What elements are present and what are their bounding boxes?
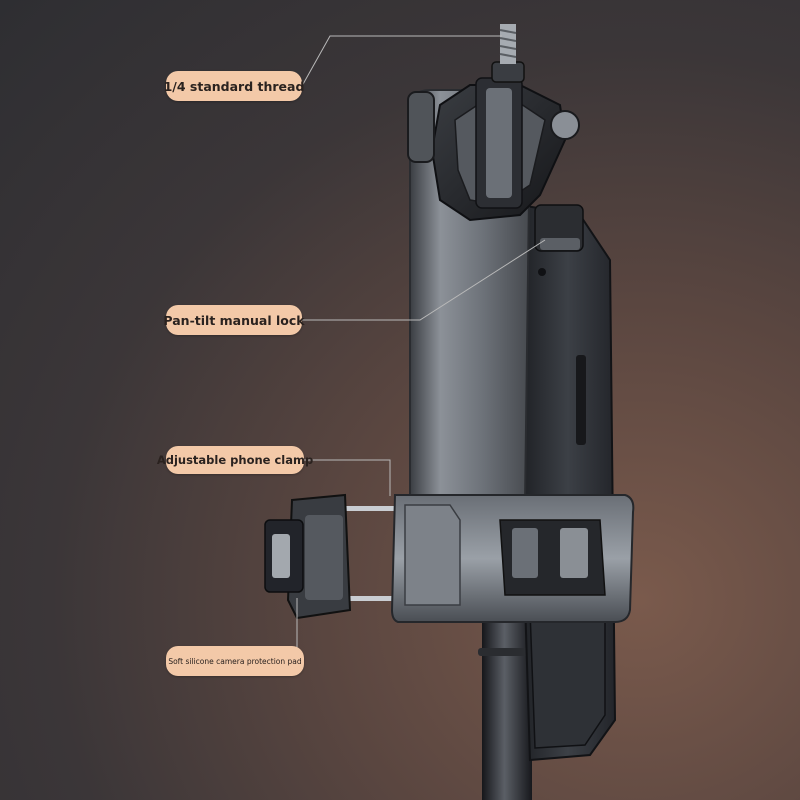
callout-phone-clamp: Adjustable phone clamp	[157, 446, 313, 474]
standard-thread-screw	[491, 24, 525, 83]
callout-standard-thread: 1/4 standard thread	[164, 71, 304, 101]
callout-pan-tilt-lock: Pan-tilt manual lock	[163, 305, 305, 335]
telescopic-pole	[482, 600, 532, 800]
callout-protection-pad: Soft silicone camera protection pad	[166, 646, 304, 676]
left-clamp-jaw	[264, 493, 352, 620]
leader-lines	[296, 35, 546, 662]
manual-lock-knob	[534, 204, 584, 276]
